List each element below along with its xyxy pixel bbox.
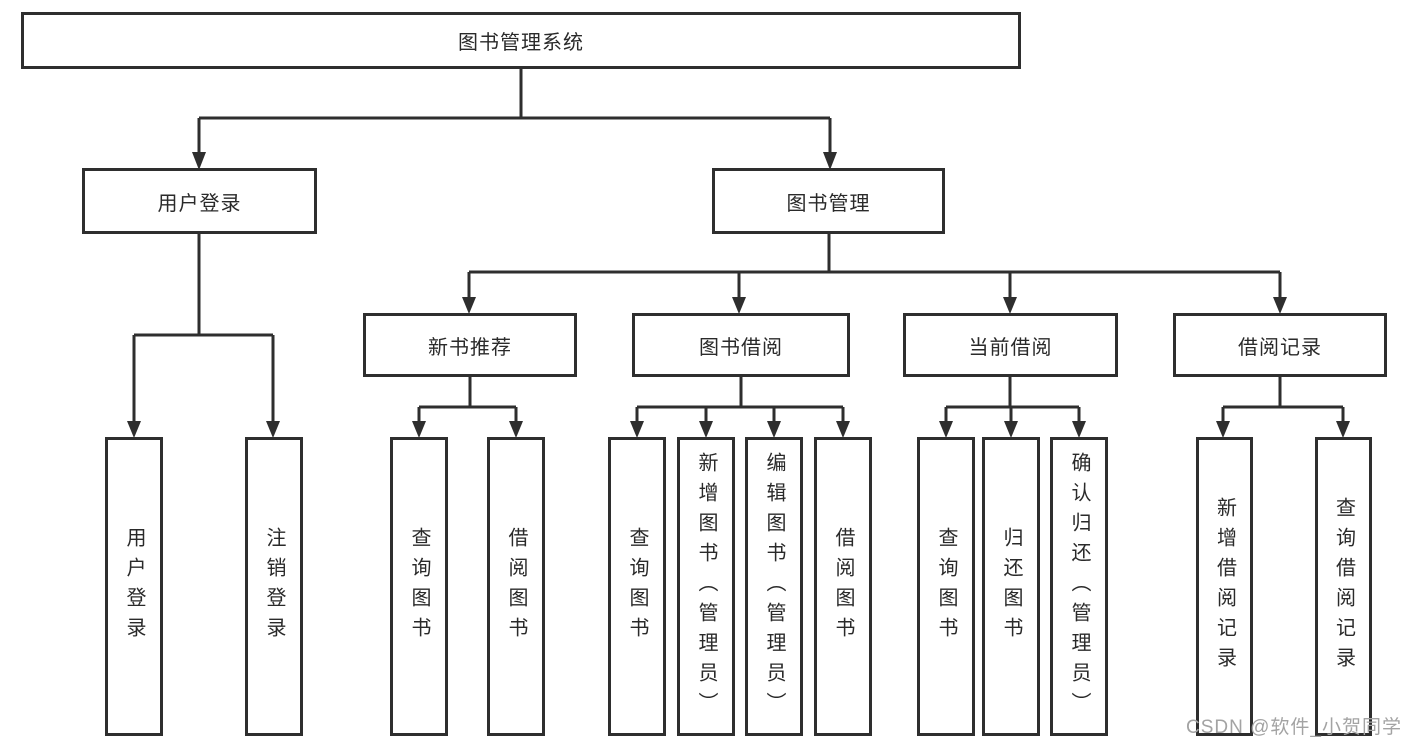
connector-current-borrowing-children [939, 377, 1086, 438]
node-label: 图书管理 [786, 192, 871, 215]
node-label: 编辑图书（管理员） [763, 451, 785, 722]
node-add-book-admin: 新增图书（管理员） [677, 437, 735, 736]
node-label: 当前借阅 [968, 336, 1053, 359]
node-label: 归还图书 [1000, 526, 1022, 647]
node-book-borrowing: 图书借阅 [632, 313, 850, 377]
connector-book-borrowing-children [630, 377, 850, 438]
node-label: 查询图书 [626, 526, 648, 647]
node-label: 注销登录 [263, 526, 285, 647]
node-label: 确认归还（管理员） [1068, 451, 1090, 722]
node-borrowing-records: 借阅记录 [1173, 313, 1387, 377]
node-user-login: 用户登录 [82, 168, 317, 234]
connector-borrowing-records-children [1216, 377, 1350, 438]
connector-book-mgmt-modules [462, 234, 1287, 314]
node-query-books-current: 查询图书 [917, 437, 975, 736]
node-label: 借阅记录 [1238, 336, 1322, 359]
node-label: 新增图书（管理员） [695, 451, 717, 722]
node-label: 新书推荐 [428, 336, 512, 359]
node-label: 图书管理系统 [458, 32, 584, 54]
node-label: 查询图书 [935, 526, 957, 647]
node-label: 用户登录 [157, 192, 242, 215]
node-label: 查询图书 [408, 526, 430, 647]
watermark: CSDN @软件_小贺同学 [1186, 717, 1402, 738]
node-return-books: 归还图书 [982, 437, 1040, 736]
node-user-login-leaf: 用户登录 [105, 437, 163, 736]
node-borrow-books-rec: 借阅图书 [487, 437, 545, 736]
node-edit-book-admin: 编辑图书（管理员） [745, 437, 803, 736]
node-current-borrowing: 当前借阅 [903, 313, 1118, 377]
node-query-books-borrow: 查询图书 [608, 437, 666, 736]
node-logout-leaf: 注销登录 [245, 437, 303, 736]
node-label: 查询借阅记录 [1332, 496, 1355, 677]
node-confirm-return-admin: 确认归还（管理员） [1050, 437, 1108, 736]
node-query-borrow-record: 查询借阅记录 [1315, 437, 1372, 736]
node-label: 借阅图书 [832, 526, 854, 647]
node-add-borrow-record: 新增借阅记录 [1196, 437, 1253, 736]
connector-new-book-rec-children [412, 377, 523, 438]
node-book-management: 图书管理 [712, 168, 945, 234]
node-label: 图书借阅 [699, 336, 783, 359]
node-label: 借阅图书 [505, 526, 527, 647]
connector-user-login-children [127, 234, 280, 438]
node-label: 用户登录 [123, 526, 145, 647]
node-query-books-rec: 查询图书 [390, 437, 448, 736]
node-borrow-books-leaf: 借阅图书 [814, 437, 872, 736]
connector-root-to-level2 [192, 69, 837, 170]
node-label: 新增借阅记录 [1213, 496, 1236, 677]
node-system-root: 图书管理系统 [21, 12, 1021, 69]
node-new-book-recommendation: 新书推荐 [363, 313, 577, 377]
